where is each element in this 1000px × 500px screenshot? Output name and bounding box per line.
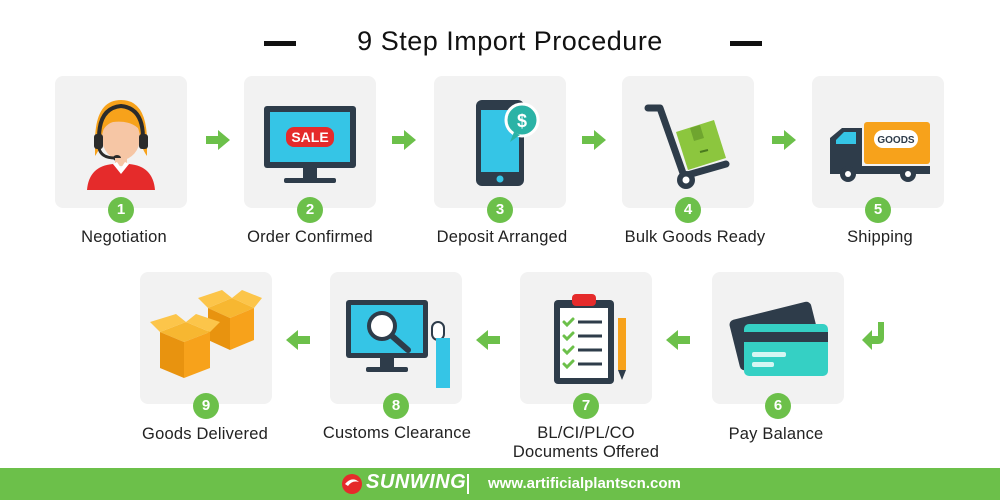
- arrow-right-icon: [206, 130, 230, 150]
- step-7-card: [520, 272, 652, 404]
- credit-cards-icon: [729, 301, 828, 376]
- step-9-card: [140, 272, 272, 404]
- step-5-card: GOODS: [812, 76, 944, 208]
- svg-text:$: $: [517, 111, 527, 131]
- title-dash-left: [264, 41, 296, 46]
- brand-name: SUNWING: [366, 471, 467, 493]
- svg-text:SALE: SALE: [291, 129, 328, 145]
- step-7-label: BL/CI/PL/CO Documents Offered: [486, 424, 686, 462]
- step-7-badge: 7: [573, 393, 599, 419]
- arrow-down-left-icon: [862, 322, 884, 350]
- sale-monitor-icon: SALE: [264, 106, 356, 183]
- step-1-badge: 1: [108, 197, 134, 223]
- arrow-right-icon: [772, 130, 796, 150]
- step-6-label: Pay Balance: [728, 425, 824, 443]
- footer-bar: SUNWING www.artificialplantscn.com: [0, 468, 1000, 500]
- step-1-card: [55, 76, 187, 208]
- step-8-card: [330, 272, 462, 404]
- customer-service-agent-icon: [87, 100, 155, 190]
- step-5-label: Shipping: [847, 228, 913, 246]
- step-4-label: Bulk Goods Ready: [624, 228, 766, 246]
- step-1-label: Negotiation: [81, 228, 167, 246]
- arrow-left-icon: [666, 330, 690, 350]
- step-3-card: $: [434, 76, 566, 208]
- step-2-card: SALE: [244, 76, 376, 208]
- step-6-badge: 6: [765, 393, 791, 419]
- hand-truck-box-icon: [644, 104, 730, 189]
- arrow-right-icon: [582, 130, 606, 150]
- step-7-label-line-1: BL/CI/PL/CO: [537, 424, 635, 442]
- title-area: 9 Step Import Procedure: [0, 26, 1000, 60]
- page-title: 9 Step Import Procedure: [357, 26, 663, 56]
- step-7-label-line-2: Documents Offered: [512, 443, 660, 461]
- step-9-label: Goods Delivered: [142, 425, 268, 443]
- step-9-badge: 9: [193, 393, 219, 419]
- sunwing-logo-icon: [342, 474, 362, 494]
- step-2-label: Order Confirmed: [247, 228, 373, 246]
- svg-text:GOODS: GOODS: [877, 135, 915, 146]
- website-link[interactable]: www.artificialplantscn.com: [488, 475, 681, 492]
- arrow-right-icon: [392, 130, 416, 150]
- step-3-badge: 3: [487, 197, 513, 223]
- arrow-left-icon: [476, 330, 500, 350]
- arrow-left-icon: [286, 330, 310, 350]
- monitor-magnifier-icon: [346, 300, 450, 388]
- cardboard-boxes-icon: [150, 290, 262, 378]
- footer-divider: [467, 474, 469, 494]
- step-6-card: [712, 272, 844, 404]
- title-dash-right: [730, 41, 762, 46]
- step-8-label: Customs Clearance: [322, 424, 472, 442]
- smartphone-payment-icon: $: [476, 100, 540, 186]
- step-5-badge: 5: [865, 197, 891, 223]
- step-2-badge: 2: [297, 197, 323, 223]
- step-4-badge: 4: [675, 197, 701, 223]
- delivery-truck-icon: GOODS: [830, 122, 930, 182]
- step-8-badge: 8: [383, 393, 409, 419]
- step-4-card: [622, 76, 754, 208]
- step-3-label: Deposit Arranged: [436, 228, 568, 246]
- clipboard-checklist-icon: [554, 294, 626, 384]
